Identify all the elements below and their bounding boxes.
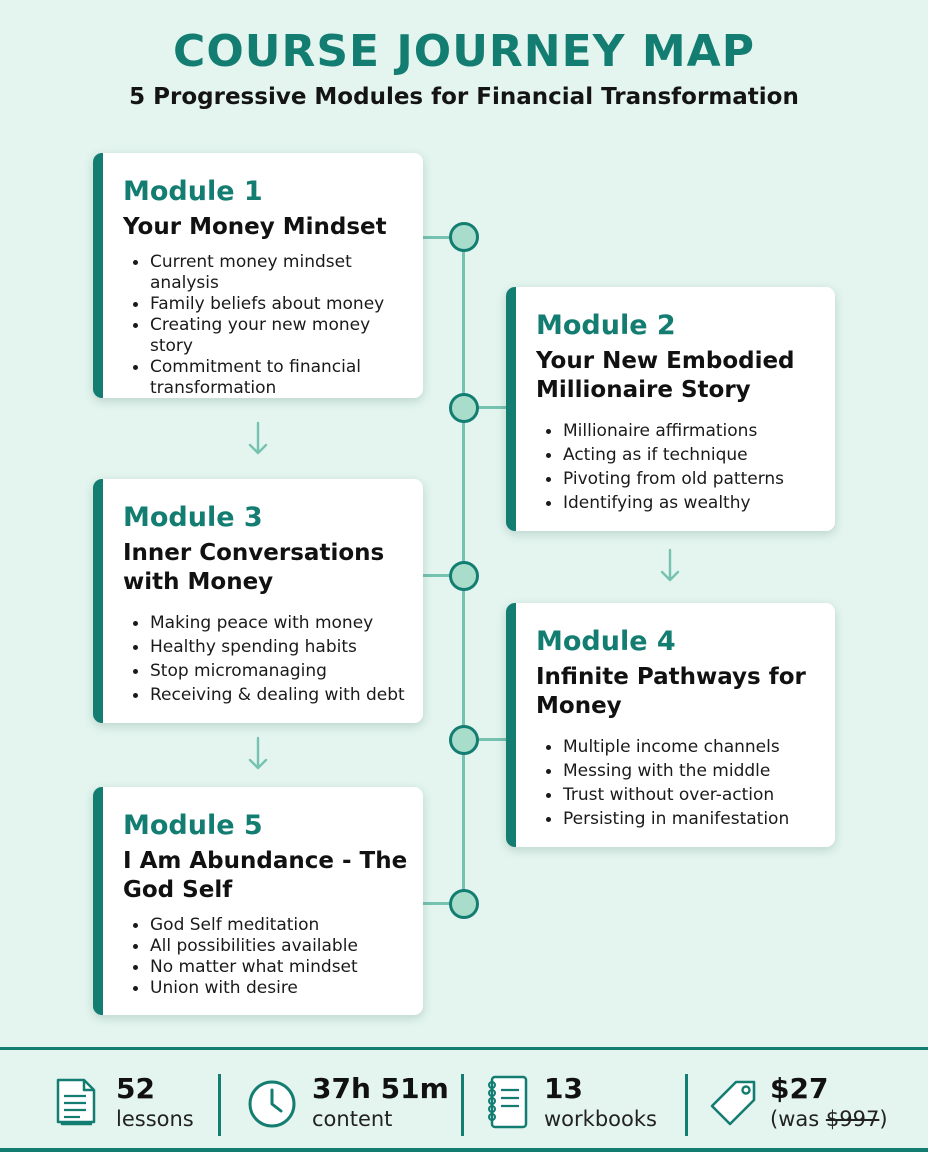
module-number: Module 5 [123, 810, 263, 841]
notebook-icon [488, 1075, 528, 1129]
stat-separator [218, 1074, 221, 1136]
module-title: I Am Abundance - The God Self [123, 848, 408, 903]
module-title: Your Money Mindset [123, 214, 387, 240]
stat-price: $27 (was $997) [710, 1072, 910, 1138]
module-bullet-list: Multiple income channels Messing with th… [536, 737, 823, 830]
module-card-3: Module 3 Inner Conversations with Money … [93, 479, 423, 723]
module-card-1: Module 1 Your Money Mindset Current mone… [93, 153, 423, 398]
timeline-connector-2 [465, 406, 507, 409]
stat-label: (was $997) [770, 1106, 888, 1132]
timeline-connector-1 [423, 236, 463, 239]
stat-value: 52 [116, 1072, 155, 1105]
module-bullet: Stop micromanaging [123, 661, 411, 682]
module-bullet: Creating your new money story [123, 315, 411, 357]
stats-divider-top [0, 1047, 928, 1050]
module-bullet: God Self meditation [123, 915, 411, 936]
module-bullet: Millionaire affirmations [536, 421, 823, 442]
old-price: $997 [825, 1107, 880, 1131]
down-arrow-icon [660, 548, 680, 582]
price-tag-icon [710, 1080, 756, 1126]
module-title: Inner Conversations with Money [123, 540, 385, 595]
module-number: Module 3 [123, 502, 263, 533]
stat-workbooks: 13 workbooks [486, 1072, 676, 1138]
document-icon [56, 1078, 96, 1126]
page-subtitle: 5 Progressive Modules for Financial Tran… [129, 84, 799, 110]
module-bullet: Healthy spending habits [123, 637, 411, 658]
price-label-prefix: (was [770, 1107, 826, 1131]
module-bullet-list: God Self meditation All possibilities av… [123, 915, 411, 999]
module-bullet: Persisting in manifestation [536, 809, 823, 830]
module-title: Infinite Pathways for Money [536, 664, 806, 719]
price-label-suffix: ) [879, 1107, 888, 1131]
timeline-connector-3 [423, 574, 463, 577]
stat-label: workbooks [544, 1107, 657, 1131]
module-bullet: Family beliefs about money [123, 294, 411, 315]
timeline-node-2 [449, 393, 479, 423]
stat-lessons: 52 lessons [52, 1072, 212, 1138]
page-title: COURSE JOURNEY MAP [173, 26, 755, 77]
stat-value: 37h 51m [312, 1072, 449, 1105]
module-card-4: Module 4 Infinite Pathways for Money Mul… [506, 603, 835, 847]
stat-separator [461, 1074, 464, 1136]
module-bullet: Identifying as wealthy [536, 493, 823, 514]
timeline-node-1 [449, 222, 479, 252]
module-number: Module 1 [123, 176, 263, 207]
stat-label: lessons [116, 1107, 194, 1131]
stat-value: $27 [770, 1072, 829, 1105]
module-bullet: No matter what mindset [123, 957, 411, 978]
module-bullet-list: Current money mindset analysis Family be… [123, 252, 411, 399]
stat-content: 37h 51m content [246, 1072, 449, 1138]
timeline-connector-4 [465, 738, 519, 741]
module-bullet-list: Making peace with money Healthy spending… [123, 613, 411, 706]
module-bullet: Acting as if technique [536, 445, 823, 466]
down-arrow-icon [248, 421, 268, 455]
stat-separator [685, 1074, 688, 1136]
module-title: Your New Embodied Millionaire Story [536, 348, 795, 403]
clock-icon [248, 1080, 296, 1128]
module-bullet: All possibilities available [123, 936, 411, 957]
module-bullet: Multiple income channels [536, 737, 823, 758]
timeline-connector-5 [423, 902, 463, 905]
module-bullet-list: Millionaire affirmations Acting as if te… [536, 421, 823, 514]
module-bullet: Receiving & dealing with debt [123, 685, 411, 706]
timeline-node-5 [449, 889, 479, 919]
module-bullet: Union with desire [123, 978, 411, 999]
module-number: Module 2 [536, 310, 676, 341]
module-bullet: Messing with the middle [536, 761, 823, 782]
timeline-node-4 [449, 725, 479, 755]
stat-label: content [312, 1107, 393, 1131]
module-bullet: Making peace with money [123, 613, 411, 634]
stat-value: 13 [544, 1072, 583, 1105]
module-card-2: Module 2 Your New Embodied Millionaire S… [506, 287, 835, 531]
module-bullet: Commitment to financial transformation [123, 357, 411, 399]
module-bullet: Pivoting from old patterns [536, 469, 823, 490]
module-bullet: Current money mindset analysis [123, 252, 411, 294]
module-card-5: Module 5 I Am Abundance - The God Self G… [93, 787, 423, 1015]
module-bullet: Trust without over-action [536, 785, 823, 806]
timeline-node-3 [449, 561, 479, 591]
stats-divider-bottom [0, 1148, 928, 1152]
module-number: Module 4 [536, 626, 676, 657]
down-arrow-icon [248, 736, 268, 770]
